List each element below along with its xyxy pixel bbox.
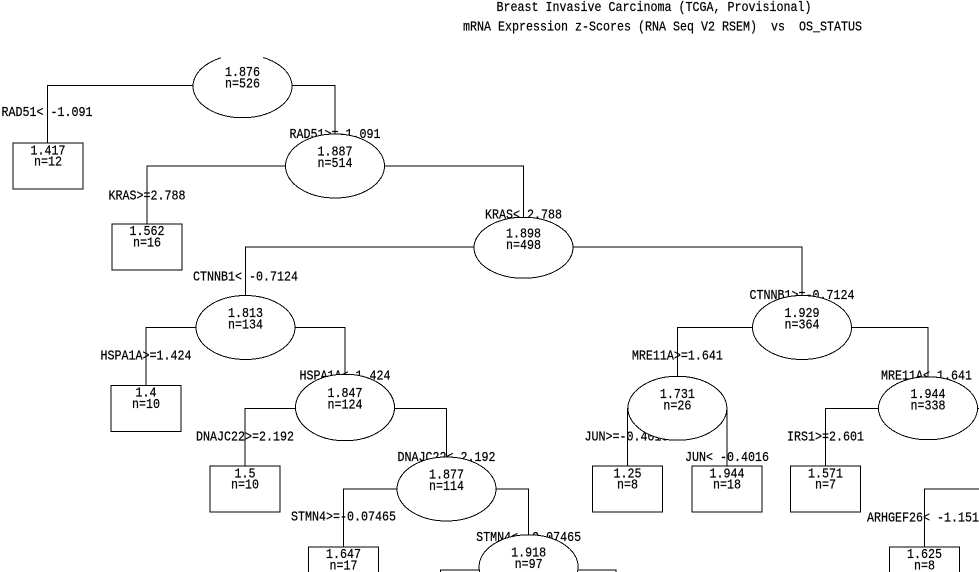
svg-text:n=26: n=26	[663, 399, 691, 414]
svg-text:1.887: 1.887	[318, 146, 353, 161]
svg-text:1.929: 1.929	[785, 307, 820, 322]
svg-text:n=8: n=8	[617, 479, 638, 494]
svg-text:n=17: n=17	[330, 559, 358, 572]
svg-text:ARHGEF26< -1.151: ARHGEF26< -1.151	[867, 512, 979, 527]
svg-text:1.571: 1.571	[808, 467, 843, 482]
svg-text:n=498: n=498	[506, 239, 541, 254]
svg-text:1.877: 1.877	[429, 469, 464, 484]
svg-text:1.731: 1.731	[660, 388, 695, 403]
svg-text:1.647: 1.647	[326, 548, 361, 563]
svg-text:n=10: n=10	[231, 479, 259, 494]
svg-text:n=97: n=97	[515, 558, 543, 572]
svg-text:n=10: n=10	[132, 398, 160, 413]
svg-text:1.847: 1.847	[328, 387, 363, 402]
svg-text:n=16: n=16	[133, 236, 161, 251]
svg-text:n=114: n=114	[429, 480, 464, 495]
svg-text:n=7: n=7	[815, 479, 836, 494]
svg-text:1.5: 1.5	[235, 467, 256, 482]
svg-text:n=124: n=124	[328, 399, 363, 414]
svg-text:1.4: 1.4	[136, 387, 157, 402]
svg-text:1.918: 1.918	[511, 546, 546, 561]
svg-text:n=514: n=514	[318, 157, 353, 172]
svg-text:1.876: 1.876	[225, 66, 260, 81]
svg-text:1.562: 1.562	[130, 225, 165, 240]
svg-text:mRNA Expression z-Scores (RNA: mRNA Expression z-Scores (RNA Seq V2 RSE…	[463, 21, 862, 36]
svg-text:n=8: n=8	[914, 559, 935, 572]
svg-text:n=338: n=338	[911, 399, 946, 414]
svg-text:1.625: 1.625	[907, 548, 942, 563]
svg-text:n=12: n=12	[34, 156, 62, 171]
svg-text:n=526: n=526	[225, 77, 260, 92]
svg-text:Breast Invasive Carcinoma (TCG: Breast Invasive Carcinoma (TCGA, Provisi…	[497, 1, 812, 16]
svg-text:1.813: 1.813	[228, 307, 263, 322]
svg-text:1.944: 1.944	[911, 388, 946, 403]
svg-text:1.417: 1.417	[31, 144, 66, 159]
svg-text:n=134: n=134	[228, 319, 263, 334]
svg-text:n=18: n=18	[713, 479, 741, 494]
svg-text:1.898: 1.898	[506, 227, 541, 242]
svg-text:1.25: 1.25	[614, 467, 642, 482]
svg-text:n=364: n=364	[785, 319, 820, 334]
svg-text:1.944: 1.944	[710, 467, 745, 482]
